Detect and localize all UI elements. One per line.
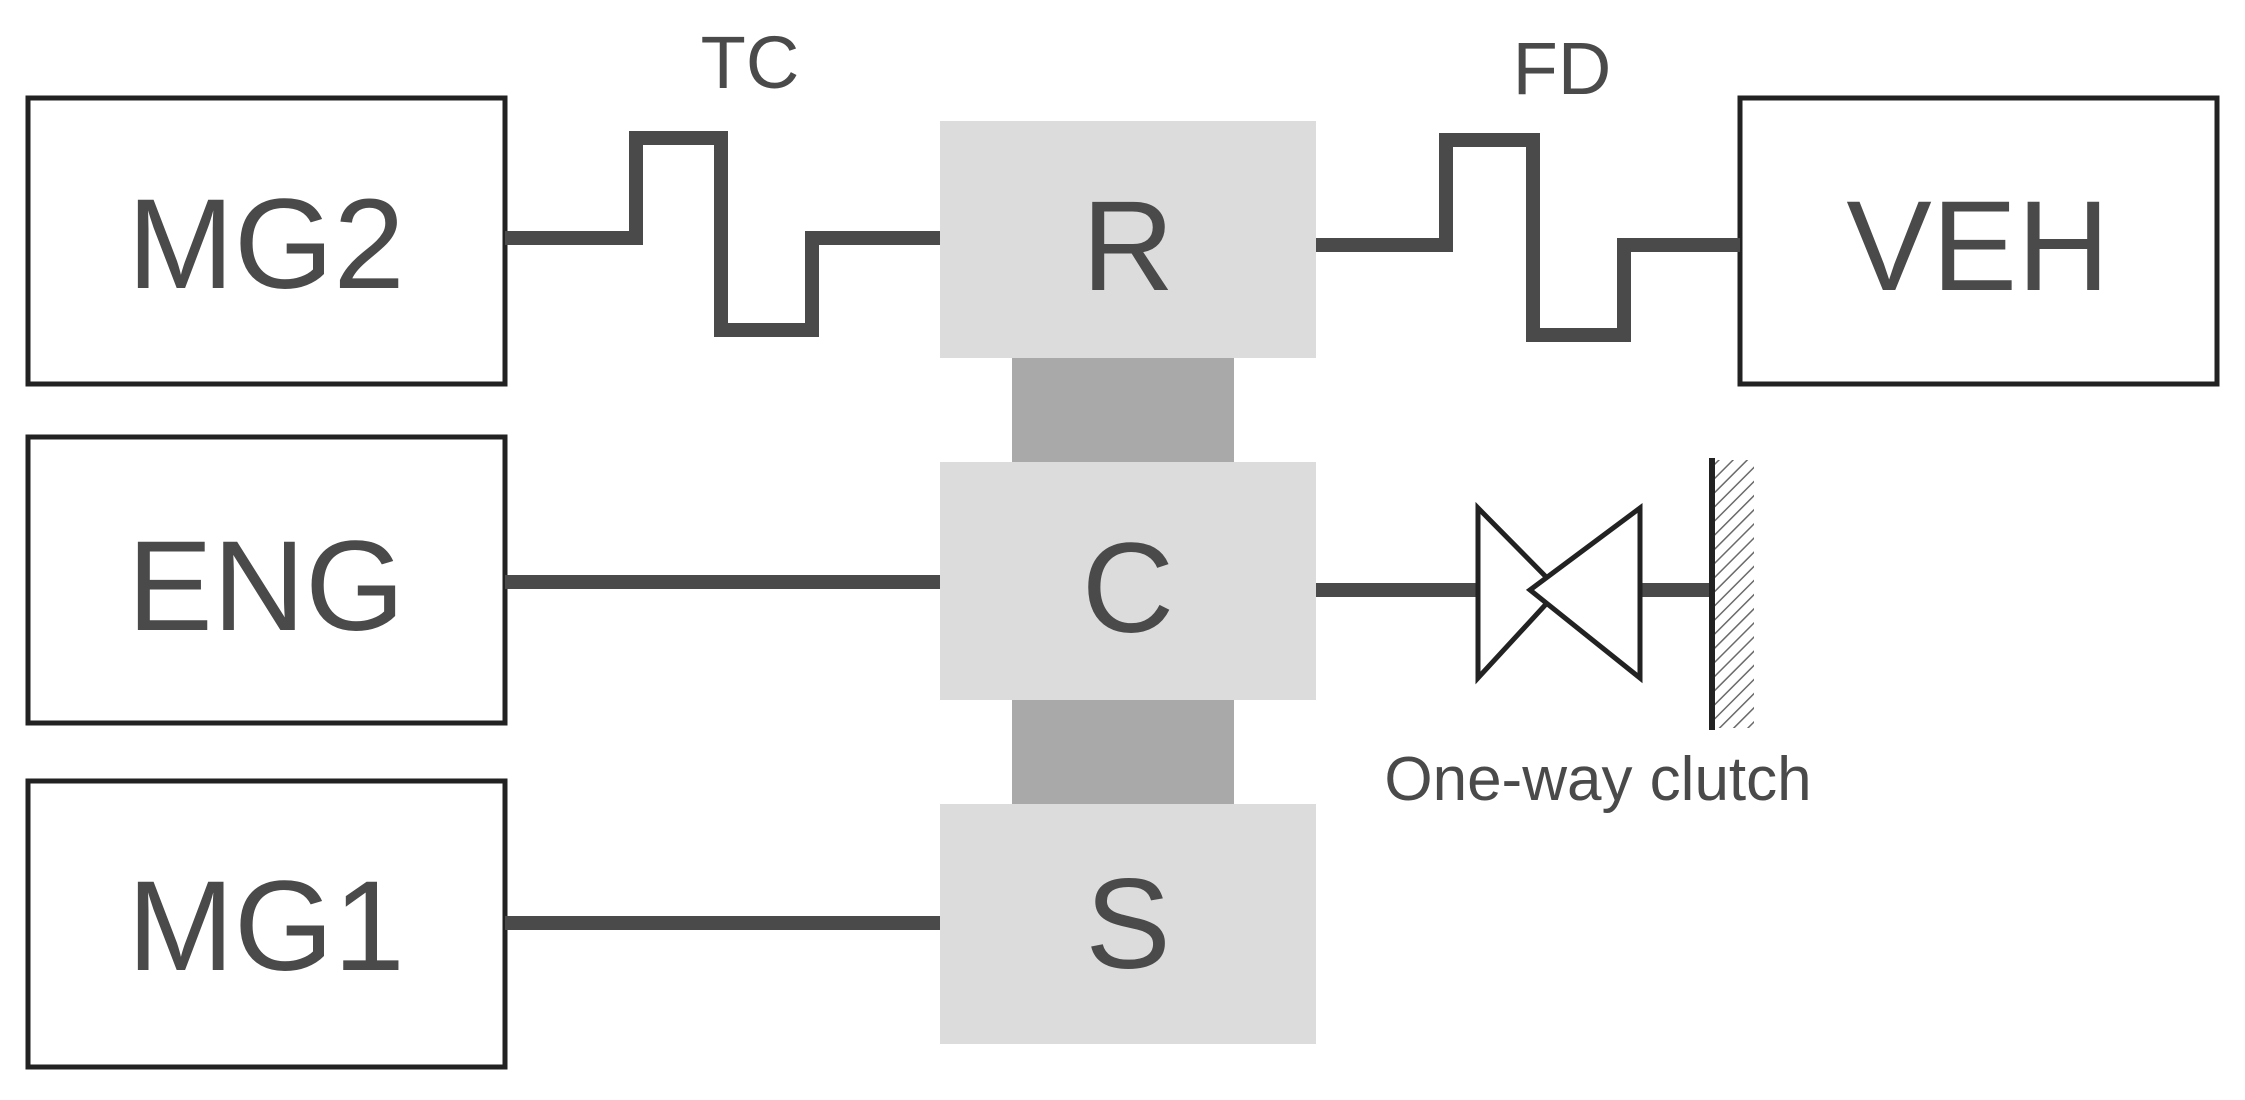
- ring-gear-block: [940, 121, 1316, 358]
- ring-gear-label: R: [1082, 175, 1174, 318]
- eng-label: ENG: [127, 515, 404, 658]
- sun-gear-block: [940, 804, 1316, 1044]
- eng-box: [25, 434, 508, 726]
- one-way-clutch-symbol: [1475, 458, 1754, 730]
- sun-gear-label: S: [1085, 853, 1170, 996]
- shafts: [505, 131, 1740, 930]
- eng-block: ENG: [25, 434, 508, 726]
- carrier-sun-connector: [1012, 700, 1234, 804]
- fd-label: FD: [1513, 27, 1612, 110]
- fd-shaft: [1316, 133, 1740, 342]
- mg2-label: MG2: [127, 173, 404, 316]
- tc-label: TC: [701, 21, 800, 104]
- mg2-block: MG2: [25, 95, 508, 387]
- mg1-label: MG1: [127, 855, 404, 998]
- clutch-right-triangle: [1525, 503, 1643, 684]
- clutch-left-triangle: [1475, 501, 1563, 685]
- veh-label: VEH: [1846, 175, 2109, 318]
- ground-hatch: [1712, 460, 1754, 728]
- tc-shaft: [505, 131, 940, 337]
- ring-carrier-connector: [1012, 358, 1234, 462]
- veh-block: VEH: [1737, 95, 2220, 387]
- planetary-gear-set: R C S: [940, 121, 1316, 1044]
- mg2-box: [25, 95, 508, 387]
- veh-box: [1737, 95, 2220, 387]
- mg1-box: [25, 778, 508, 1070]
- carrier-block: [940, 462, 1316, 700]
- clutch-label: One-way clutch: [1384, 745, 1811, 814]
- mg1-block: MG1: [25, 778, 508, 1070]
- carrier-label: C: [1082, 517, 1174, 660]
